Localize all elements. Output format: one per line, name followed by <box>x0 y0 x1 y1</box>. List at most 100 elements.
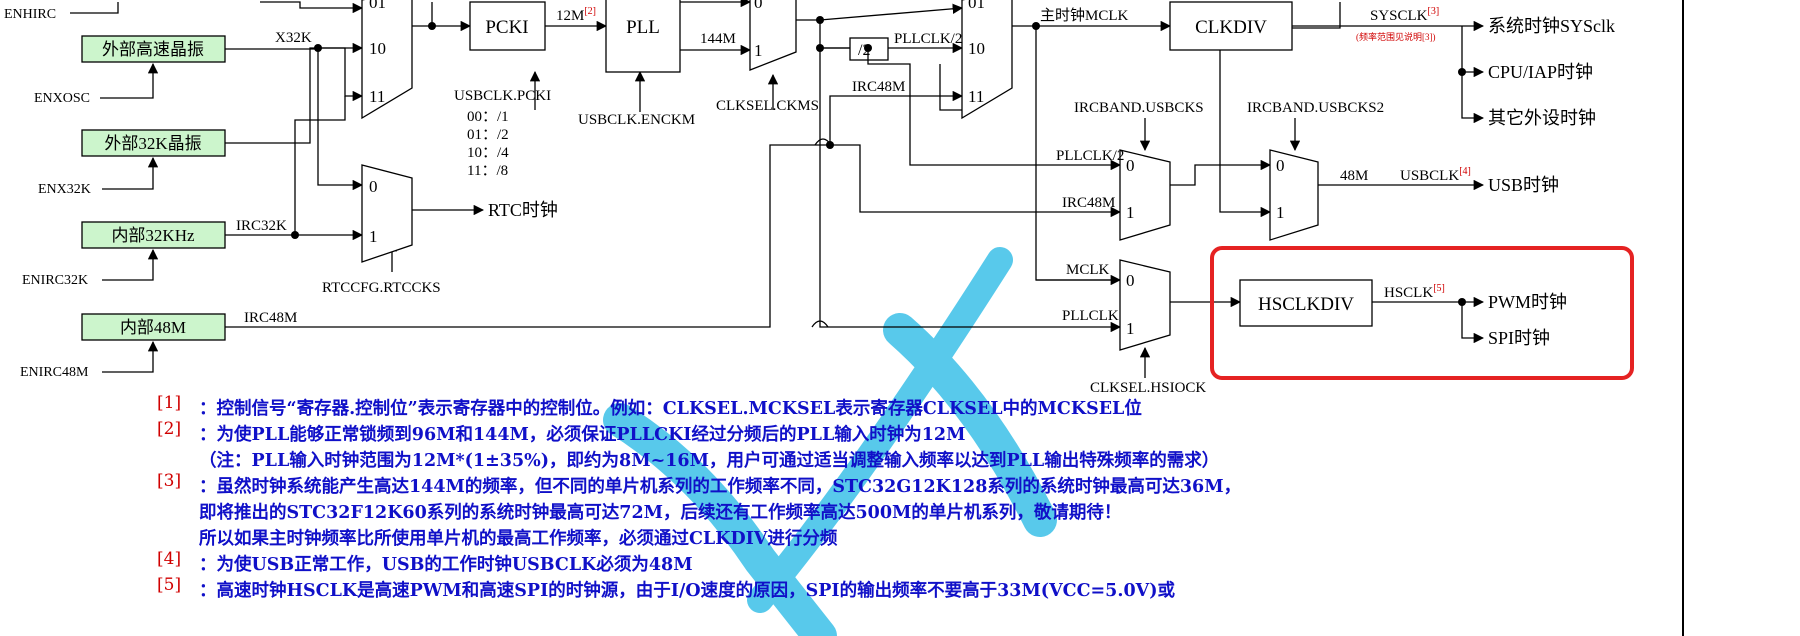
output-sysclk: 系统时钟SYSclk <box>1488 16 1615 36</box>
ext-hs-osc-box <box>81 35 226 63</box>
footnote-2: [2] ：为使PLL能够正常锁频到96M和144M，必须保证PLLCKI经过分频后… <box>157 419 1637 474</box>
ext-32k-osc-label: 外部32K晶振 <box>104 134 201 153</box>
int-32k-label: 内部32KHz <box>111 226 195 245</box>
clksel-hsiock-label: CLKSEL.HSIOCK <box>1090 380 1206 396</box>
mux-usb-2 <box>1269 149 1319 241</box>
footnote-marker: [1] <box>157 393 182 413</box>
enhirc-label: ENHIRC <box>4 7 56 22</box>
freq-note-label: (频率范围见说明[3]) <box>1356 31 1436 42</box>
irc48m-label-c: IRC48M <box>1062 195 1115 211</box>
hsclkdiv-block: HSCLKDIV <box>1258 294 1354 315</box>
main-clk-label: 主时钟MCLK <box>1040 7 1129 24</box>
pcki-opt-2: 10：/4 <box>467 145 509 161</box>
pllclk-label: PLLCLK <box>1062 308 1119 324</box>
hsclk-label: HSCLK[5] <box>1384 283 1445 301</box>
output-other-periph: 其它外设时钟 <box>1488 108 1596 128</box>
footnote-marker: [4] <box>157 549 182 569</box>
m1-in-11: 11 <box>369 87 385 106</box>
footnote-line: ：控制信号“寄存器.控制位”表示寄存器中的控制位。例如：CLKSEL.MCKSE… <box>199 399 1142 419</box>
footnote-marker: [3] <box>157 471 182 491</box>
m7-in-0: 0 <box>1126 271 1135 290</box>
footnote-line: 所以如果主时钟频率比所使用单片机的最高工作频率，必须通过CLKDIV进行分频 <box>199 529 838 549</box>
m3-in-01: 01 <box>968 0 985 12</box>
mux-input-labels: 01 10 11 0 1 0 1 01 10 11 0 1 0 1 0 1 <box>369 0 1285 338</box>
enable-signals: ENHIRC ENXOSC ENX32K ENIRC32K ENIRC48M <box>4 2 159 380</box>
pllclk-2-label-b: PLLCLK/2 <box>1056 148 1124 164</box>
wires <box>225 0 1485 378</box>
footnote-marker: [5] <box>157 575 182 595</box>
output-pwm: PWM时钟 <box>1488 292 1567 312</box>
m1-in-10: 10 <box>369 39 386 58</box>
output-usb: USB时钟 <box>1488 175 1559 195</box>
enx32k-label: ENX32K <box>38 182 91 197</box>
m1-in-01: 01 <box>369 0 386 12</box>
control-labels: USBCLK.PCKI 00：/1 01：/2 10：/4 11：/8 USBC… <box>322 88 1384 396</box>
highlight-frame <box>1210 246 1634 380</box>
twelve-m-label: 12M[2] <box>556 6 596 24</box>
m144-label: 144M <box>700 31 736 47</box>
pcki-block: PCKI <box>485 17 528 38</box>
mux-clksel-ckms <box>749 0 797 71</box>
irc48m-label-b: IRC48M <box>852 79 905 95</box>
footnote-line: 即将推出的STC32F12K60系列的系统时钟最高可达72M，后续还有工作频率高… <box>199 503 1122 523</box>
x32k-label: X32K <box>275 30 312 46</box>
page-border-line <box>1682 0 1684 636</box>
mclk-label: MCLK <box>1066 262 1110 278</box>
footnote-3: [3] ：虽然时钟系统能产生高达144M的频率，但不同的单片机系列的工作频率不同，… <box>157 471 1637 552</box>
irc32k-label: IRC32K <box>236 218 287 234</box>
pcki-opt-1: 01：/2 <box>467 127 509 143</box>
usbclk-enckm-label: USBCLK.ENCKM <box>578 112 695 128</box>
watermark <box>603 247 1057 636</box>
enirc48m-label: ENIRC48M <box>20 365 89 380</box>
footnote-line: ：虽然时钟系统能产生高达144M的频率，但不同的单片机系列的工作频率不同，STC… <box>199 477 1242 497</box>
blocks: PCKI PLL CLKDIV HSCLKDIV <box>469 0 1373 327</box>
footnote-marker: [2] <box>157 419 182 439</box>
rtccfg-rtccks-label: RTCCFG.RTCCKS <box>322 280 441 296</box>
footnote-line: ：为使USB正常工作，USB的工作时钟USBCLK必须为48M <box>199 555 693 575</box>
ircband-usbcks-label: IRCBAND.USBCKS <box>1074 100 1204 116</box>
footnotes: [1] ：控制信号“寄存器.控制位”表示寄存器中的控制位。例如：CLKSEL.MC… <box>157 393 1637 604</box>
m6-in-1: 1 <box>1276 203 1285 222</box>
pcki-opt-0: 00：/1 <box>467 109 509 125</box>
usbclk-pcki-label: USBCLK.PCKI <box>454 88 551 104</box>
int-32k-box <box>81 221 226 249</box>
m2-in-1: 1 <box>369 227 378 246</box>
sysclk-label: SYSCLK[3] <box>1370 6 1439 24</box>
footnote-5: [5] ：高速时钟HSCLK是高速PWM和高速SPI的时钟源，由于I/O速度的原因… <box>157 575 1637 604</box>
m5-in-0: 0 <box>1126 156 1135 175</box>
ext-hs-osc-label: 外部高速晶振 <box>102 40 204 59</box>
junctions <box>291 16 1466 306</box>
mux-hsiock <box>1119 259 1171 351</box>
div2-label: /2 <box>858 42 870 59</box>
clkdiv-block: CLKDIV <box>1195 17 1267 38</box>
footnote-1: [1] ：控制信号“寄存器.控制位”表示寄存器中的控制位。例如：CLKSEL.MC… <box>157 393 1637 422</box>
footnote-line: ：高速时钟HSCLK是高速PWM和高速SPI的时钟源，由于I/O速度的原因，SP… <box>199 581 1175 601</box>
m2-in-0: 0 <box>369 177 378 196</box>
enirc32k-label: ENIRC32K <box>22 273 88 288</box>
muxes <box>361 0 1319 351</box>
output-rtc: RTC时钟 <box>488 200 558 220</box>
m5-in-1: 1 <box>1126 203 1135 222</box>
irc48m-label: IRC48M <box>244 310 297 326</box>
pll-block: PLL <box>626 17 660 38</box>
mux-main-clk <box>961 0 1013 120</box>
pcki-opt-3: 11：/8 <box>467 163 508 179</box>
output-spi: SPI时钟 <box>1488 328 1550 348</box>
outputs: 系统时钟SYSclk CPU/IAP时钟 其它外设时钟 USB时钟 RTC时钟 … <box>488 16 1615 348</box>
ircband-usbcks2-label: IRCBAND.USBCKS2 <box>1247 100 1384 116</box>
mux-rtc <box>361 164 413 263</box>
pllclk-2-label: PLLCLK/2 <box>894 31 962 47</box>
footnote-line: ：为使PLL能够正常锁频到96M和144M，必须保证PLLCKI经过分频后的PL… <box>199 425 966 445</box>
m48-label: 48M <box>1340 168 1368 184</box>
int-48m-label: 内部48M <box>120 318 186 337</box>
m7-in-1: 1 <box>1126 319 1135 338</box>
m3-in-10: 10 <box>968 39 985 58</box>
mux-usb-1 <box>1119 149 1171 241</box>
m3-in-11: 11 <box>968 87 984 106</box>
mux-main-source <box>361 0 413 120</box>
enxosc-label: ENXOSC <box>34 91 90 106</box>
footnote-line: （注：PLL输入时钟范围为12M*(1±35%)，即约为8M~16M，用户可通过… <box>199 451 1220 471</box>
signal-labels: X32K IRC32K IRC48M 12M[2] 144M /2 PLLCLK… <box>236 6 1471 326</box>
m4-in-1: 1 <box>754 41 763 60</box>
